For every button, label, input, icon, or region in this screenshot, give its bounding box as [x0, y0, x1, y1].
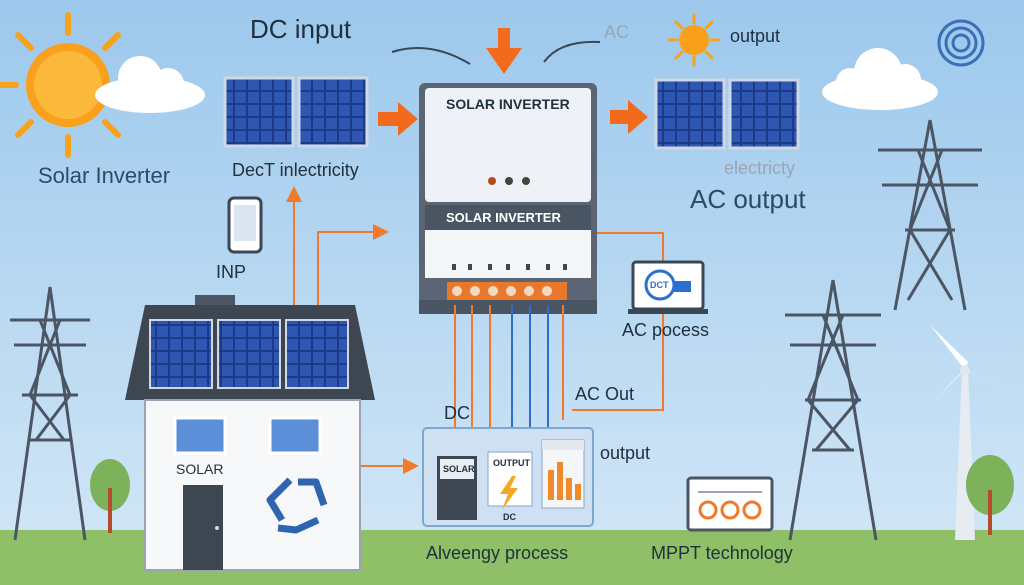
- power-tower-right-back: [878, 119, 982, 311]
- label-process-bottom: Alveengy process: [426, 543, 569, 563]
- inverter-title-mid: SOLAR INVERTER: [446, 210, 561, 225]
- label-mppt: MPPT technology: [651, 543, 793, 563]
- label-ac-top: AC: [604, 22, 630, 42]
- solar-panels-top-right: [654, 78, 800, 150]
- tree-left: [90, 459, 130, 533]
- label-solar-inverter: Solar Inverter: [38, 163, 171, 188]
- label-dc: DC: [444, 403, 470, 423]
- label-output-mid: output: [600, 443, 651, 463]
- cloud-icon: [95, 56, 205, 113]
- solar-inverter-unit: [419, 83, 597, 314]
- power-tower-left: [10, 286, 90, 541]
- power-tower-right-front: [785, 279, 881, 541]
- label-inp: INP: [216, 262, 247, 282]
- wifi-icon: [937, 19, 985, 67]
- control-panel-box: [422, 427, 594, 527]
- monitor-screen-label: DCT: [650, 280, 669, 290]
- label-ac-output: AC output: [690, 184, 806, 214]
- sun-icon: [667, 13, 721, 67]
- inverter-title-top: SOLAR INVERTER: [446, 96, 570, 112]
- cable-curves: [391, 40, 601, 65]
- phone-icon: [227, 196, 263, 254]
- label-ac-process: AC pocess: [622, 320, 710, 340]
- mppt-display: [686, 476, 774, 532]
- monitor-device: [628, 260, 708, 314]
- label-solar-house: SOLAR: [176, 461, 224, 477]
- control-solar-label: SOLAR: [443, 464, 475, 474]
- house: [125, 295, 375, 571]
- label-dc-input: DC input: [250, 14, 352, 44]
- label-output-top: output: [730, 26, 781, 46]
- label-ac-out: AC Out: [575, 384, 635, 404]
- lightning-icon: [500, 476, 518, 510]
- label-dect-inlectricity: DecT inlectricity: [232, 160, 359, 180]
- cloud-icon: [822, 48, 938, 110]
- wiring: [286, 186, 664, 474]
- label-electricity: electricty: [724, 158, 796, 178]
- solar-panels-top-left: [223, 76, 369, 148]
- flow-arrows: [378, 28, 648, 136]
- sun-icon: [0, 12, 141, 158]
- control-output-label: OUTPUT: [493, 458, 530, 468]
- recycle-icon: [266, 477, 328, 534]
- control-dc-label: DC: [503, 512, 516, 522]
- tree-right: [966, 455, 1014, 535]
